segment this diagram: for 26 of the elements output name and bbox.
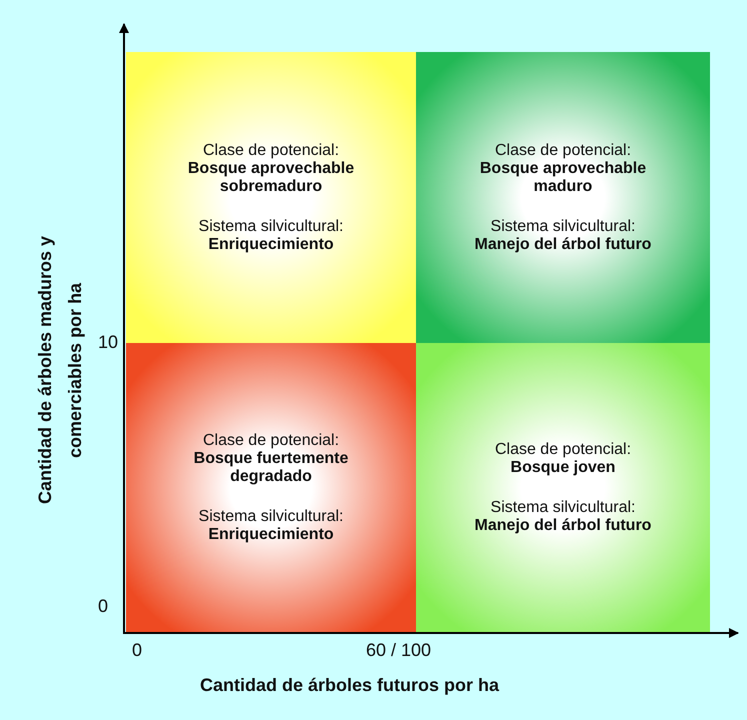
tick-label: 0 (98, 596, 108, 617)
category-value: Manejo del árbol futuro (474, 516, 652, 534)
tick-label: 60 / 100 (366, 640, 432, 661)
axis-title: Cantidad de árboles futuros por ha (200, 675, 500, 696)
category-value: Bosque aprovechable sobremaduro (186, 160, 356, 196)
category-heading: Clase de potencial: (494, 440, 632, 458)
category-value: Bosque fuertemente degradado (192, 450, 350, 486)
quadrant-panel (416, 343, 710, 632)
category-heading: Sistema silvicultural: (490, 498, 636, 516)
category-heading: Clase de potencial: (202, 432, 340, 450)
axis-title: Cantidad de árboles maduros y comerciables por ha (34, 234, 86, 506)
category-value: Enriquecimiento (208, 236, 334, 254)
category-value: Bosque joven (510, 458, 616, 476)
category-heading: Sistema silvicultural: (490, 218, 636, 236)
quadrant-panel (126, 343, 416, 632)
category-heading: Clase de potencial: (202, 142, 340, 160)
category-heading: Sistema silvicultural: (198, 508, 344, 526)
quadrant-panel (416, 52, 710, 343)
quadrant-panel (126, 52, 416, 343)
category-value: Manejo del árbol futuro (474, 236, 652, 254)
tick-label: 0 (132, 640, 142, 661)
category-heading: Sistema silvicultural: (198, 218, 344, 236)
category-value: Enriquecimiento (208, 526, 334, 544)
tick-label: 10 (98, 332, 118, 353)
category-heading: Clase de potencial: (494, 142, 632, 160)
category-value: Bosque aprovechable maduro (478, 160, 648, 196)
